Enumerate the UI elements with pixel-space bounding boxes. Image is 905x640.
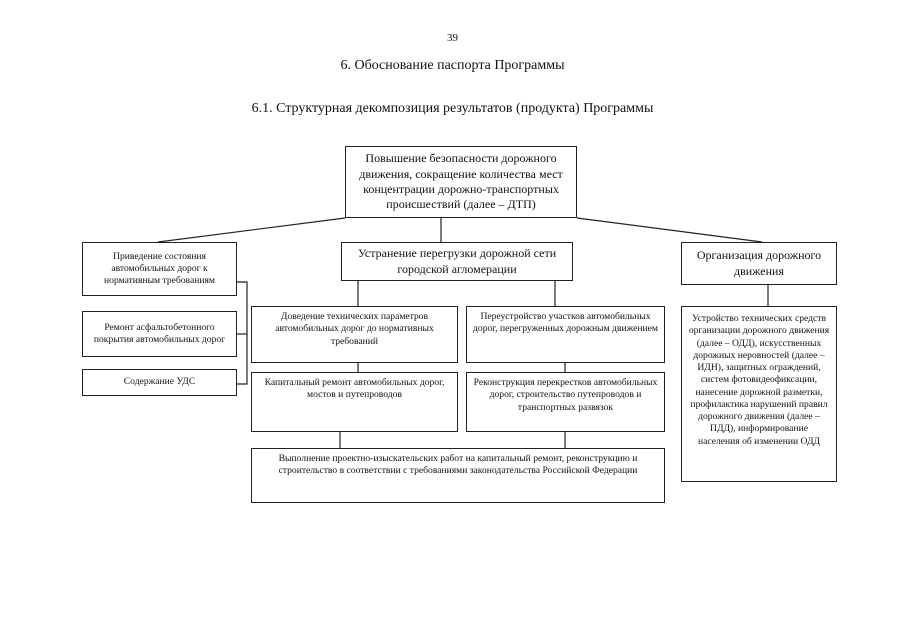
center-col2-box-1: Переустройство участков автомобильных до… xyxy=(466,306,665,363)
center-col2-box-2: Реконструкция перекрестков автомобильных… xyxy=(466,372,665,432)
left-item-text-1: Ремонт асфальтобетонного покрытия автомо… xyxy=(93,321,226,345)
center-col1-box-2: Капитальный ремонт автомобильных дорог, … xyxy=(251,372,458,432)
section-heading: 6. Обоснование паспорта Программы xyxy=(340,58,565,73)
center-col1-box-1: Доведение технических параметров автомоб… xyxy=(251,306,458,363)
page-number: 39 xyxy=(447,32,458,44)
root-goal-text: Повышение безопасности дорожного движени… xyxy=(359,151,563,212)
left-branch-title-box: Приведение состояния автомобильных дорог… xyxy=(82,242,237,296)
center-branch-title: Устранение перегрузки дорожной сети горо… xyxy=(357,246,557,276)
center-col1-text-2: Капитальный ремонт автомобильных дорог, … xyxy=(264,377,445,401)
right-item-text: Устройство технических средств организац… xyxy=(688,313,830,447)
center-bottom-box: Выполнение проектно-изыскательских работ… xyxy=(251,448,665,503)
connector-root-right xyxy=(576,217,763,243)
center-col2-text-2: Реконструкция перекрестков автомобильных… xyxy=(473,377,658,413)
left-item-text-2: Содержание УДС xyxy=(123,376,196,388)
center-col2-text-1: Переустройство участков автомобильных до… xyxy=(473,311,658,335)
subsection-heading: 6.1. Структурная декомпозиция результато… xyxy=(251,101,654,116)
center-col1-text-1: Доведение технических параметров автомоб… xyxy=(275,311,434,347)
root-goal-box: Повышение безопасности дорожного движени… xyxy=(345,146,577,218)
center-bottom-text: Выполнение проектно-изыскательских работ… xyxy=(278,453,638,477)
right-branch-title-box: Организация дорожного движения xyxy=(681,242,837,285)
left-item-box-1: Ремонт асфальтобетонного покрытия автомо… xyxy=(82,311,237,357)
center-branch-title-box: Устранение перегрузки дорожной сети горо… xyxy=(341,242,573,281)
connector-left-bracket xyxy=(237,281,248,385)
connector-root-left xyxy=(157,217,346,243)
right-item-box: Устройство технических средств организац… xyxy=(681,306,837,482)
right-branch-title: Организация дорожного движения xyxy=(696,248,822,278)
left-branch-title: Приведение состояния автомобильных дорог… xyxy=(104,250,215,287)
left-item-box-2: Содержание УДС xyxy=(82,369,237,396)
